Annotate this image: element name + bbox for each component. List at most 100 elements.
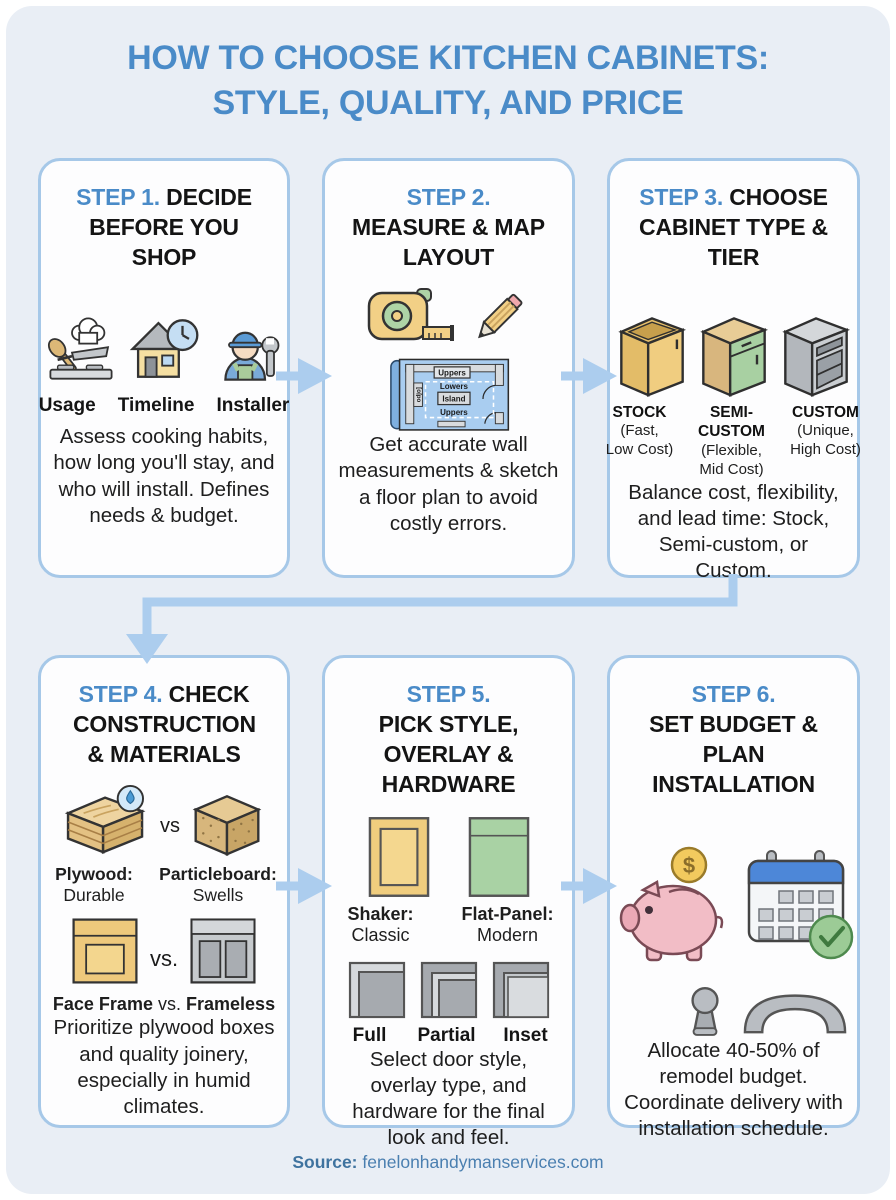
arrow-step1-to-step2: [276, 358, 332, 394]
frame-comparison-label: Face Frame vs. Frameless: [52, 993, 276, 1014]
step-5-label: STEP 5.: [406, 681, 491, 707]
step-3-cabinets: [614, 305, 854, 397]
full-label: Full: [352, 1024, 387, 1046]
particleboard-icon: [192, 794, 262, 856]
tier-stock: STOCK (Fast, Low Cost): [605, 403, 674, 459]
cabinet-knob-icon: [690, 986, 719, 1036]
tier-stock-name: STOCK: [612, 403, 667, 421]
step-6-title: SET BUDGET & PLAN INSTALLATION: [649, 710, 818, 797]
full-overlay-icon: [348, 961, 405, 1018]
step-2-card: STEP 2. MEASURE & MAP LAYOUT: [322, 158, 575, 578]
step-6-label: STEP 6.: [691, 681, 776, 707]
tier-custom: CUSTOM (Unique, High Cost): [790, 403, 861, 459]
step-3-heading: STEP 3. CHOOSE CABINET TYPE & TIER: [621, 183, 847, 273]
step-1-title: DECIDE BEFORE YOU SHOP: [89, 184, 252, 270]
timeline-label: Timeline: [117, 394, 195, 416]
check-circle: [808, 914, 853, 959]
arrow-step2-to-step3: [561, 358, 617, 394]
step-1-label: STEP 1.: [76, 184, 160, 210]
step-2-tools: [367, 287, 531, 349]
pencil-icon: [477, 293, 522, 338]
tier-semi-custom: SEMI-CUSTOM (Flexible, Mid Cost): [698, 403, 765, 478]
source-attribution: Source: fenelonhandymanservices.com: [0, 1152, 896, 1173]
step-1-icon-labels: Usage Timeline Installer: [39, 395, 290, 417]
step-3-label: STEP 3.: [639, 184, 724, 210]
cooking-usage-icon: [47, 317, 113, 380]
calendar-icon: [747, 849, 853, 959]
usage-label: Usage: [38, 394, 96, 416]
step-6-card: STEP 6. SET BUDGET & PLAN INSTALLATION $: [607, 655, 860, 1140]
arrow-step5-to-step6: [561, 868, 617, 904]
step-4-card: STEP 4. CHECK CONSTRUCTION & MATERIALS v…: [38, 655, 290, 1128]
step-6-heading: STEP 6. SET BUDGET & PLAN INSTALLATION: [628, 680, 840, 800]
flat-panel-door-icon: [468, 816, 529, 897]
tier-custom-name: CUSTOM: [792, 403, 859, 421]
check-mark: [818, 925, 845, 947]
shaker-label: Shaker: Classic: [347, 903, 414, 946]
step-5-description: Select door style, overlay type, and har…: [352, 1047, 545, 1150]
step-5-door-labels: Shaker: Classic Flat-Panel: Modern: [338, 904, 560, 947]
page-title: HOW TO CHOOSE KITCHEN CABINETS: STYLE, Q…: [0, 36, 896, 126]
floorplan-side-label: odjo]: [415, 387, 422, 402]
arrow-step3-to-step4: [126, 574, 738, 664]
step-5-title: PICK STYLE, OVERLAY & HARDWARE: [378, 710, 519, 797]
pig-eye: [644, 905, 653, 914]
step-3-tier-labels: STOCK (Fast, Low Cost) SEMI-CUSTOM (Flex…: [606, 403, 862, 480]
step-4-material-labels: Plywood: Durable Particleboard: Swells: [48, 864, 280, 906]
custom-cabinet-icon: [781, 316, 850, 397]
face-frame-icon: [72, 918, 138, 984]
pig-ear: [639, 879, 661, 898]
coin-slot: [668, 887, 700, 895]
page-title-line2: STYLE, QUALITY, AND PRICE: [212, 83, 684, 122]
partial-overlay-icon: [420, 961, 477, 1018]
step-2-description: Get accurate wall measurements & sketch …: [338, 433, 559, 535]
chef-hat: [71, 317, 106, 345]
inset-label: Inset: [503, 1024, 548, 1046]
step-1-description: Assess cooking habits, how long you'll s…: [53, 425, 275, 527]
step-5-overlay-labels: Full Partial Inset: [348, 1025, 550, 1047]
pig-snout: [619, 903, 640, 932]
partial-label: Partial: [417, 1024, 476, 1046]
flat-panel-label: Flat-Panel: Modern: [461, 903, 554, 946]
plywood-icon: [64, 784, 146, 854]
floorplan-uppers-bottom-label: Uppers: [440, 408, 468, 417]
stock-cabinet-icon: [617, 316, 686, 397]
step-5-heading: STEP 5. PICK STYLE, OVERLAY & HARDWARE: [335, 680, 562, 800]
cabinet-handle-icon: [743, 993, 846, 1033]
page-title-line1: HOW TO CHOOSE KITCHEN CABINETS:: [127, 39, 769, 77]
installer-icon: [224, 331, 280, 381]
step-4-description: Prioritize plywood boxes and quality joi…: [53, 1016, 275, 1118]
speckles: [202, 816, 254, 844]
floorplan-island-label: Island: [442, 394, 465, 403]
step-6-icons-top: $: [613, 844, 855, 970]
particleboard-label: Particleboard: Swells: [159, 863, 277, 905]
arrow-step4-to-step5: [276, 868, 332, 904]
step-4-heading: STEP 4. CHECK CONSTRUCTION & MATERIALS: [73, 680, 256, 770]
source-label: Source:: [292, 1152, 358, 1172]
floorplan-icon: odjo] Uppers Lowers Island Uppers: [389, 358, 509, 431]
floorplan-lowers-label: Lowers: [439, 382, 468, 391]
step-2-title: MEASURE & MAP LAYOUT: [352, 213, 545, 270]
plywood-label: Plywood: Durable: [55, 863, 133, 905]
vs-bottom-text: vs.: [149, 945, 179, 971]
step-4-frame-icons: vs.: [70, 916, 258, 986]
tape-measure-icon: [367, 287, 454, 341]
step-3-title: CHOOSE CABINET TYPE & TIER: [639, 184, 828, 270]
step-6-description: Allocate 40-50% of remodel budget. Coord…: [624, 1038, 843, 1141]
vs-top-text: vs: [160, 814, 180, 837]
shaker-door-icon: [368, 816, 429, 897]
step-5-card: STEP 5. PICK STYLE, OVERLAY & HARDWARE S…: [322, 655, 575, 1149]
step-1-icons: [45, 311, 283, 387]
step-1-card: STEP 1. DECIDE BEFORE YOU SHOP: [38, 158, 290, 578]
step-5-door-icons: [368, 816, 530, 898]
semi-custom-cabinet-icon: [699, 316, 768, 397]
step-3-description: Balance cost, flexibility, and lead time…: [628, 480, 839, 583]
tier-semi-custom-name: SEMI-CUSTOM: [698, 403, 765, 441]
frameless-icon: [190, 918, 256, 984]
inset-overlay-icon: [492, 961, 549, 1018]
step-4-material-icons: vs: [62, 784, 266, 858]
step-4-title: CHECK CONSTRUCTION & MATERIALS: [73, 681, 256, 767]
coin-dollar-symbol: $: [682, 853, 694, 878]
water-droplet: [126, 789, 135, 804]
